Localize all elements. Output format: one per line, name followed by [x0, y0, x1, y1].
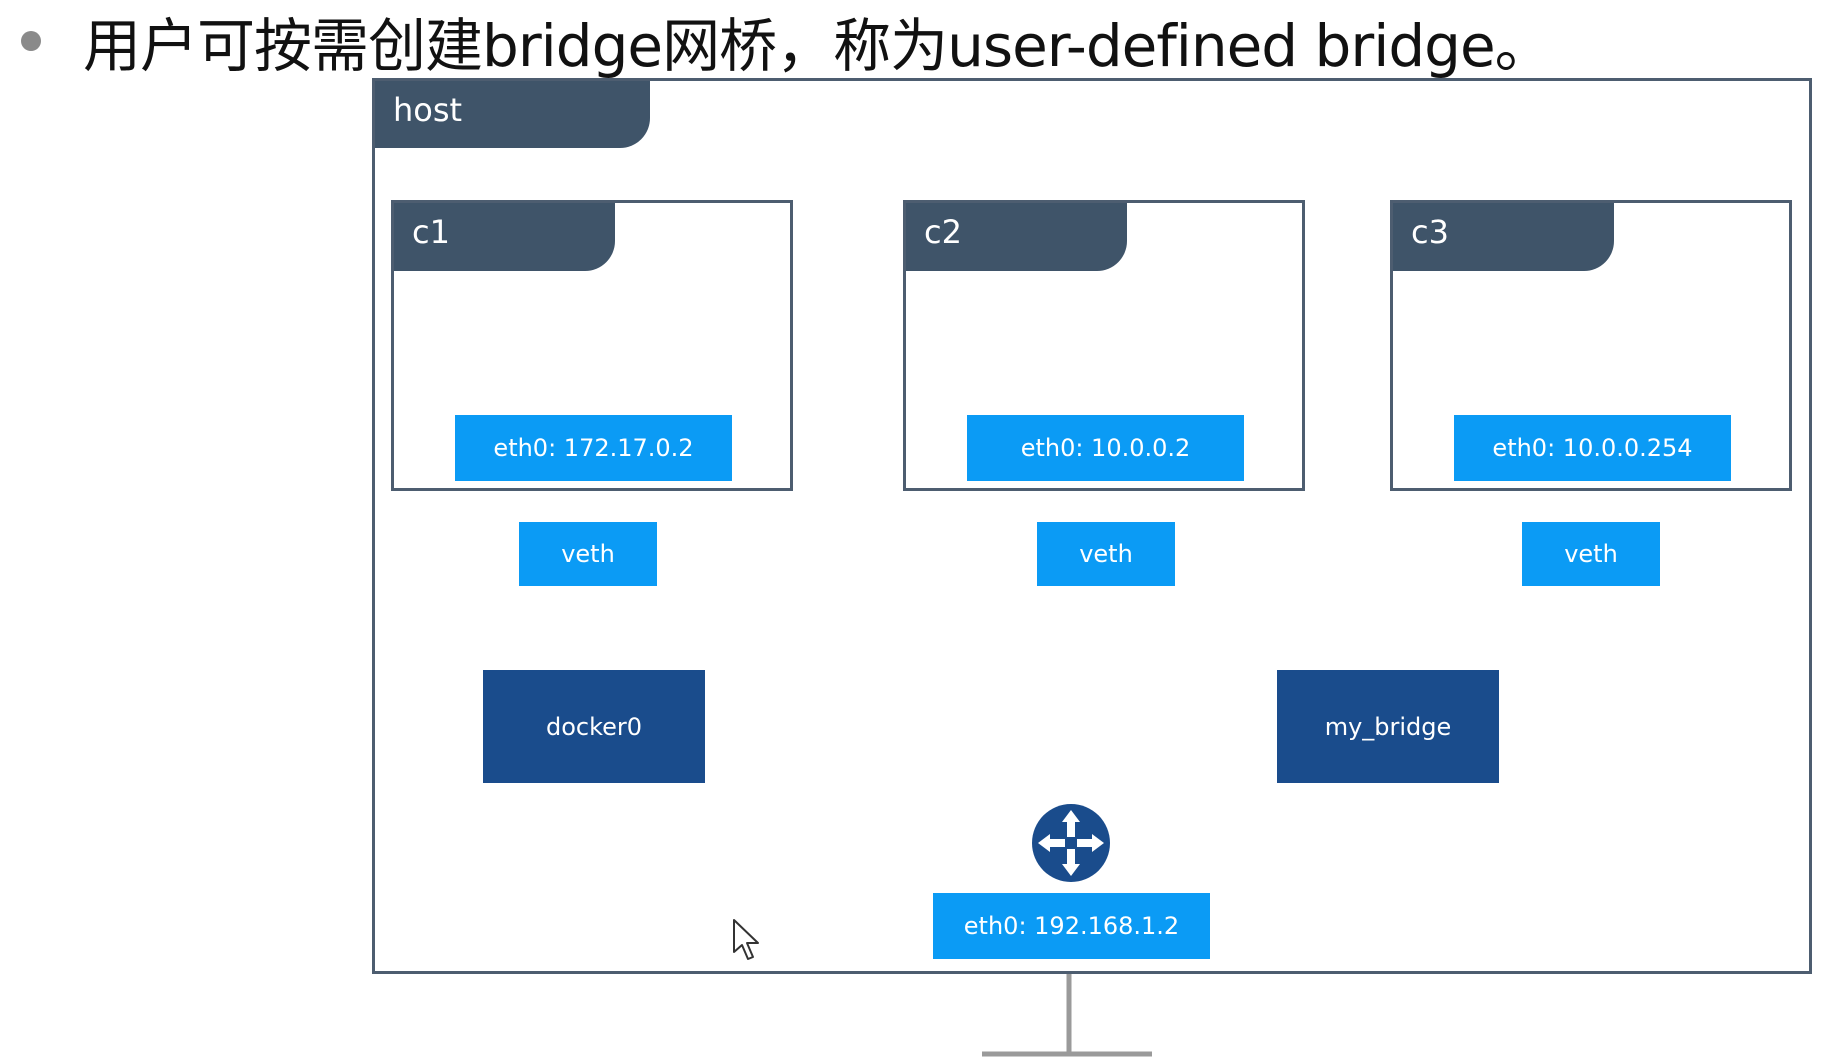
- veth-c3: veth: [1522, 522, 1660, 586]
- host-label: host: [375, 81, 650, 148]
- container-label: c1: [394, 203, 615, 271]
- veth-c1: veth: [519, 522, 657, 586]
- container-label: c2: [906, 203, 1127, 271]
- container-eth-c3: eth0: 10.0.0.254: [1454, 415, 1731, 481]
- mouse-pointer-icon: [732, 918, 762, 962]
- heading-bullet-line: 用户可按需创建bridge网桥，称为user-defined bridge。: [18, 6, 1553, 80]
- veth-c2: veth: [1037, 522, 1175, 586]
- heading-text: 用户可按需创建bridge网桥，称为user-defined bridge。: [83, 12, 1553, 80]
- bridge-docker0: docker0: [483, 670, 705, 783]
- router-icon: [1031, 803, 1111, 883]
- bullet-icon: [21, 31, 41, 51]
- container-eth-c1: eth0: 172.17.0.2: [455, 415, 732, 481]
- container-label: c3: [1393, 203, 1614, 271]
- bridge-my-bridge: my_bridge: [1277, 670, 1499, 783]
- host-eth: eth0: 192.168.1.2: [933, 893, 1210, 959]
- container-eth-c2: eth0: 10.0.0.2: [967, 415, 1244, 481]
